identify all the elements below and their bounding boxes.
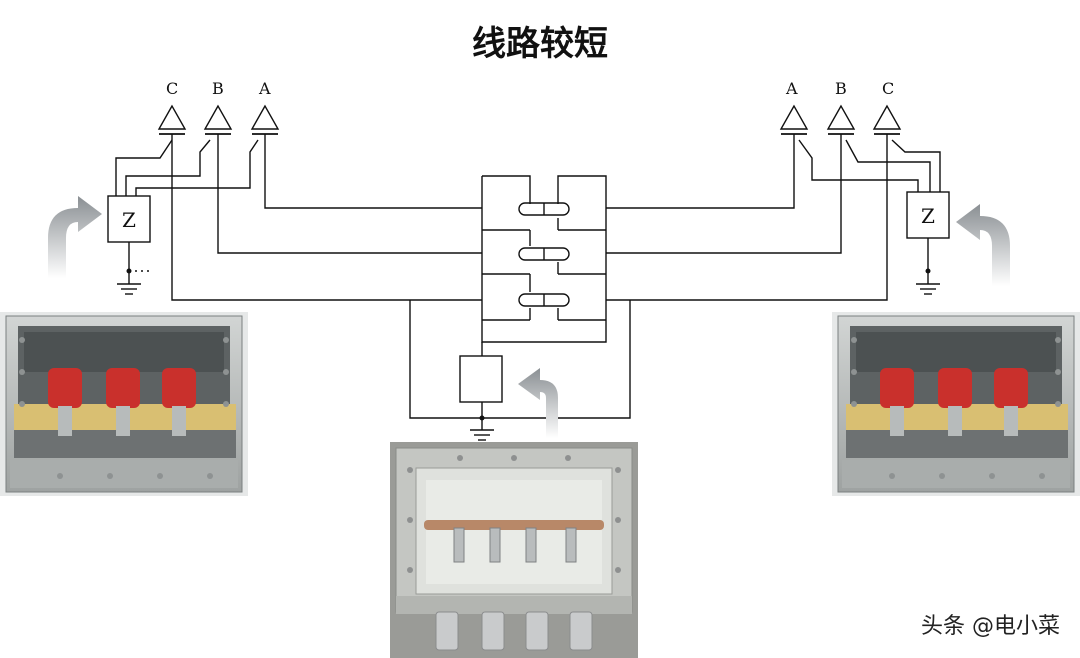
- right-curved-arrow-icon: [956, 204, 1010, 286]
- left-ground-symbol: [117, 283, 141, 295]
- right-conductor-b: [606, 134, 842, 254]
- center-arrester-box: [459, 355, 503, 403]
- center-box-photo: [390, 442, 638, 658]
- left-terminal-c: [157, 104, 187, 135]
- link-capsule-c: [518, 293, 570, 307]
- left-curved-arrow-icon: [48, 196, 102, 278]
- cross-bonding-frame: [481, 175, 607, 343]
- center-loop-wire: [409, 300, 631, 419]
- left-phase-label-b: B: [212, 79, 224, 98]
- left-conductor-c: [171, 134, 482, 301]
- left-impedance-label: Z: [122, 208, 136, 232]
- left-conductor-b: [217, 134, 482, 254]
- right-phase-label-b: B: [835, 79, 847, 98]
- right-terminal-c: [872, 104, 902, 135]
- left-phase-label-a: A: [258, 79, 271, 98]
- center-curved-arrow-icon: [518, 368, 558, 438]
- left-phase-label-c: C: [166, 79, 178, 98]
- left-terminal-b: [203, 104, 233, 135]
- left-box-photo: [0, 312, 248, 496]
- watermark-text: 头条 @电小菜: [921, 614, 1060, 639]
- left-conductor-a: [264, 134, 482, 209]
- right-terminal-b: [826, 104, 856, 135]
- link-capsule-b: [518, 247, 570, 261]
- right-terminal-a: [779, 104, 809, 135]
- link-capsule-a: [518, 202, 570, 216]
- right-box-photo: [832, 312, 1080, 496]
- right-conductor-c: [606, 134, 888, 301]
- diagram-title: 线路较短: [472, 24, 608, 64]
- left-terminal-a: [250, 104, 280, 135]
- right-phase-label-c: C: [882, 79, 894, 98]
- center-ground-symbol: [470, 429, 494, 441]
- right-impedance-label: Z: [921, 204, 935, 228]
- right-phase-label-a: A: [785, 79, 798, 98]
- right-ground-symbol: [916, 283, 940, 295]
- right-conductor-a: [606, 134, 795, 209]
